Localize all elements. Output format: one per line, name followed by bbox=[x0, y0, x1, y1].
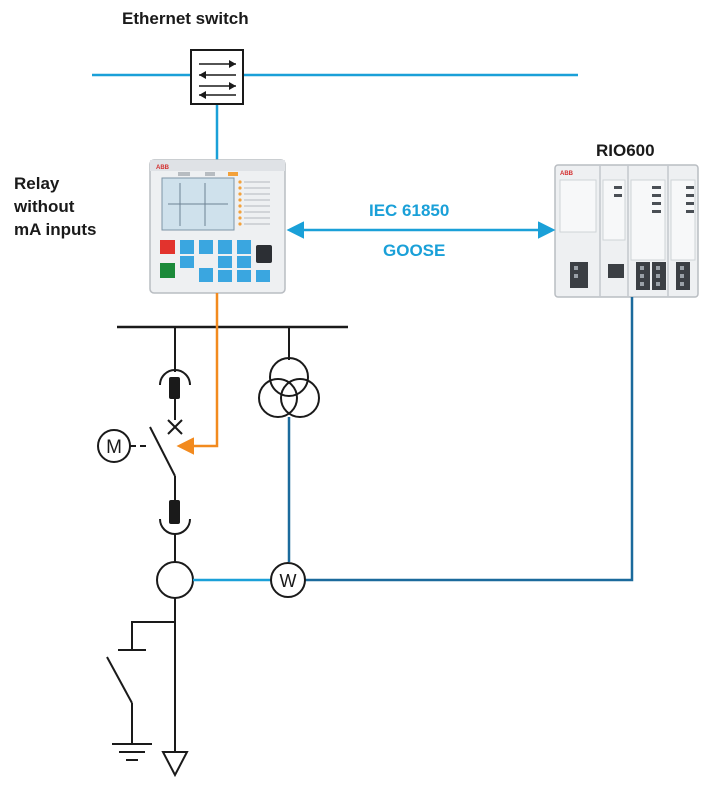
rio-brand-logo: ABB bbox=[560, 171, 574, 177]
current-transformer-icon bbox=[156, 561, 194, 599]
relay-label-line1: Relay bbox=[14, 174, 60, 193]
earthing-switch bbox=[106, 621, 175, 743]
protection-relay-device: ABB bbox=[149, 159, 286, 294]
motor-symbol-label: M bbox=[106, 437, 122, 458]
ethernet-switch-icon bbox=[190, 49, 244, 105]
relay-label-line3: mA inputs bbox=[14, 220, 97, 239]
goose-label: GOOSE bbox=[383, 241, 446, 260]
load-arrow-icon bbox=[161, 751, 189, 778]
voltage-transformer-icon bbox=[258, 357, 320, 418]
rio600-device: ABB bbox=[554, 164, 699, 298]
transducer-to-rio-line bbox=[305, 297, 634, 582]
protocol-label: IEC 61850 bbox=[369, 201, 450, 220]
ethernet-switch-label: Ethernet switch bbox=[122, 9, 249, 28]
relay-control-line bbox=[176, 293, 219, 455]
ground-icon bbox=[112, 743, 152, 761]
transducer-symbol-label: W bbox=[280, 571, 297, 591]
relay-label-line2: without bbox=[14, 197, 75, 216]
breaker-cross-icon bbox=[167, 419, 183, 435]
rio600-label: RIO600 bbox=[596, 141, 655, 160]
switch-blade bbox=[149, 426, 176, 477]
upper-disconnector-icon bbox=[159, 369, 191, 399]
relay-brand-logo: ABB bbox=[156, 165, 170, 171]
transducer-icon bbox=[270, 562, 306, 598]
motor-operator bbox=[97, 429, 150, 463]
lower-disconnector-icon bbox=[159, 500, 191, 535]
